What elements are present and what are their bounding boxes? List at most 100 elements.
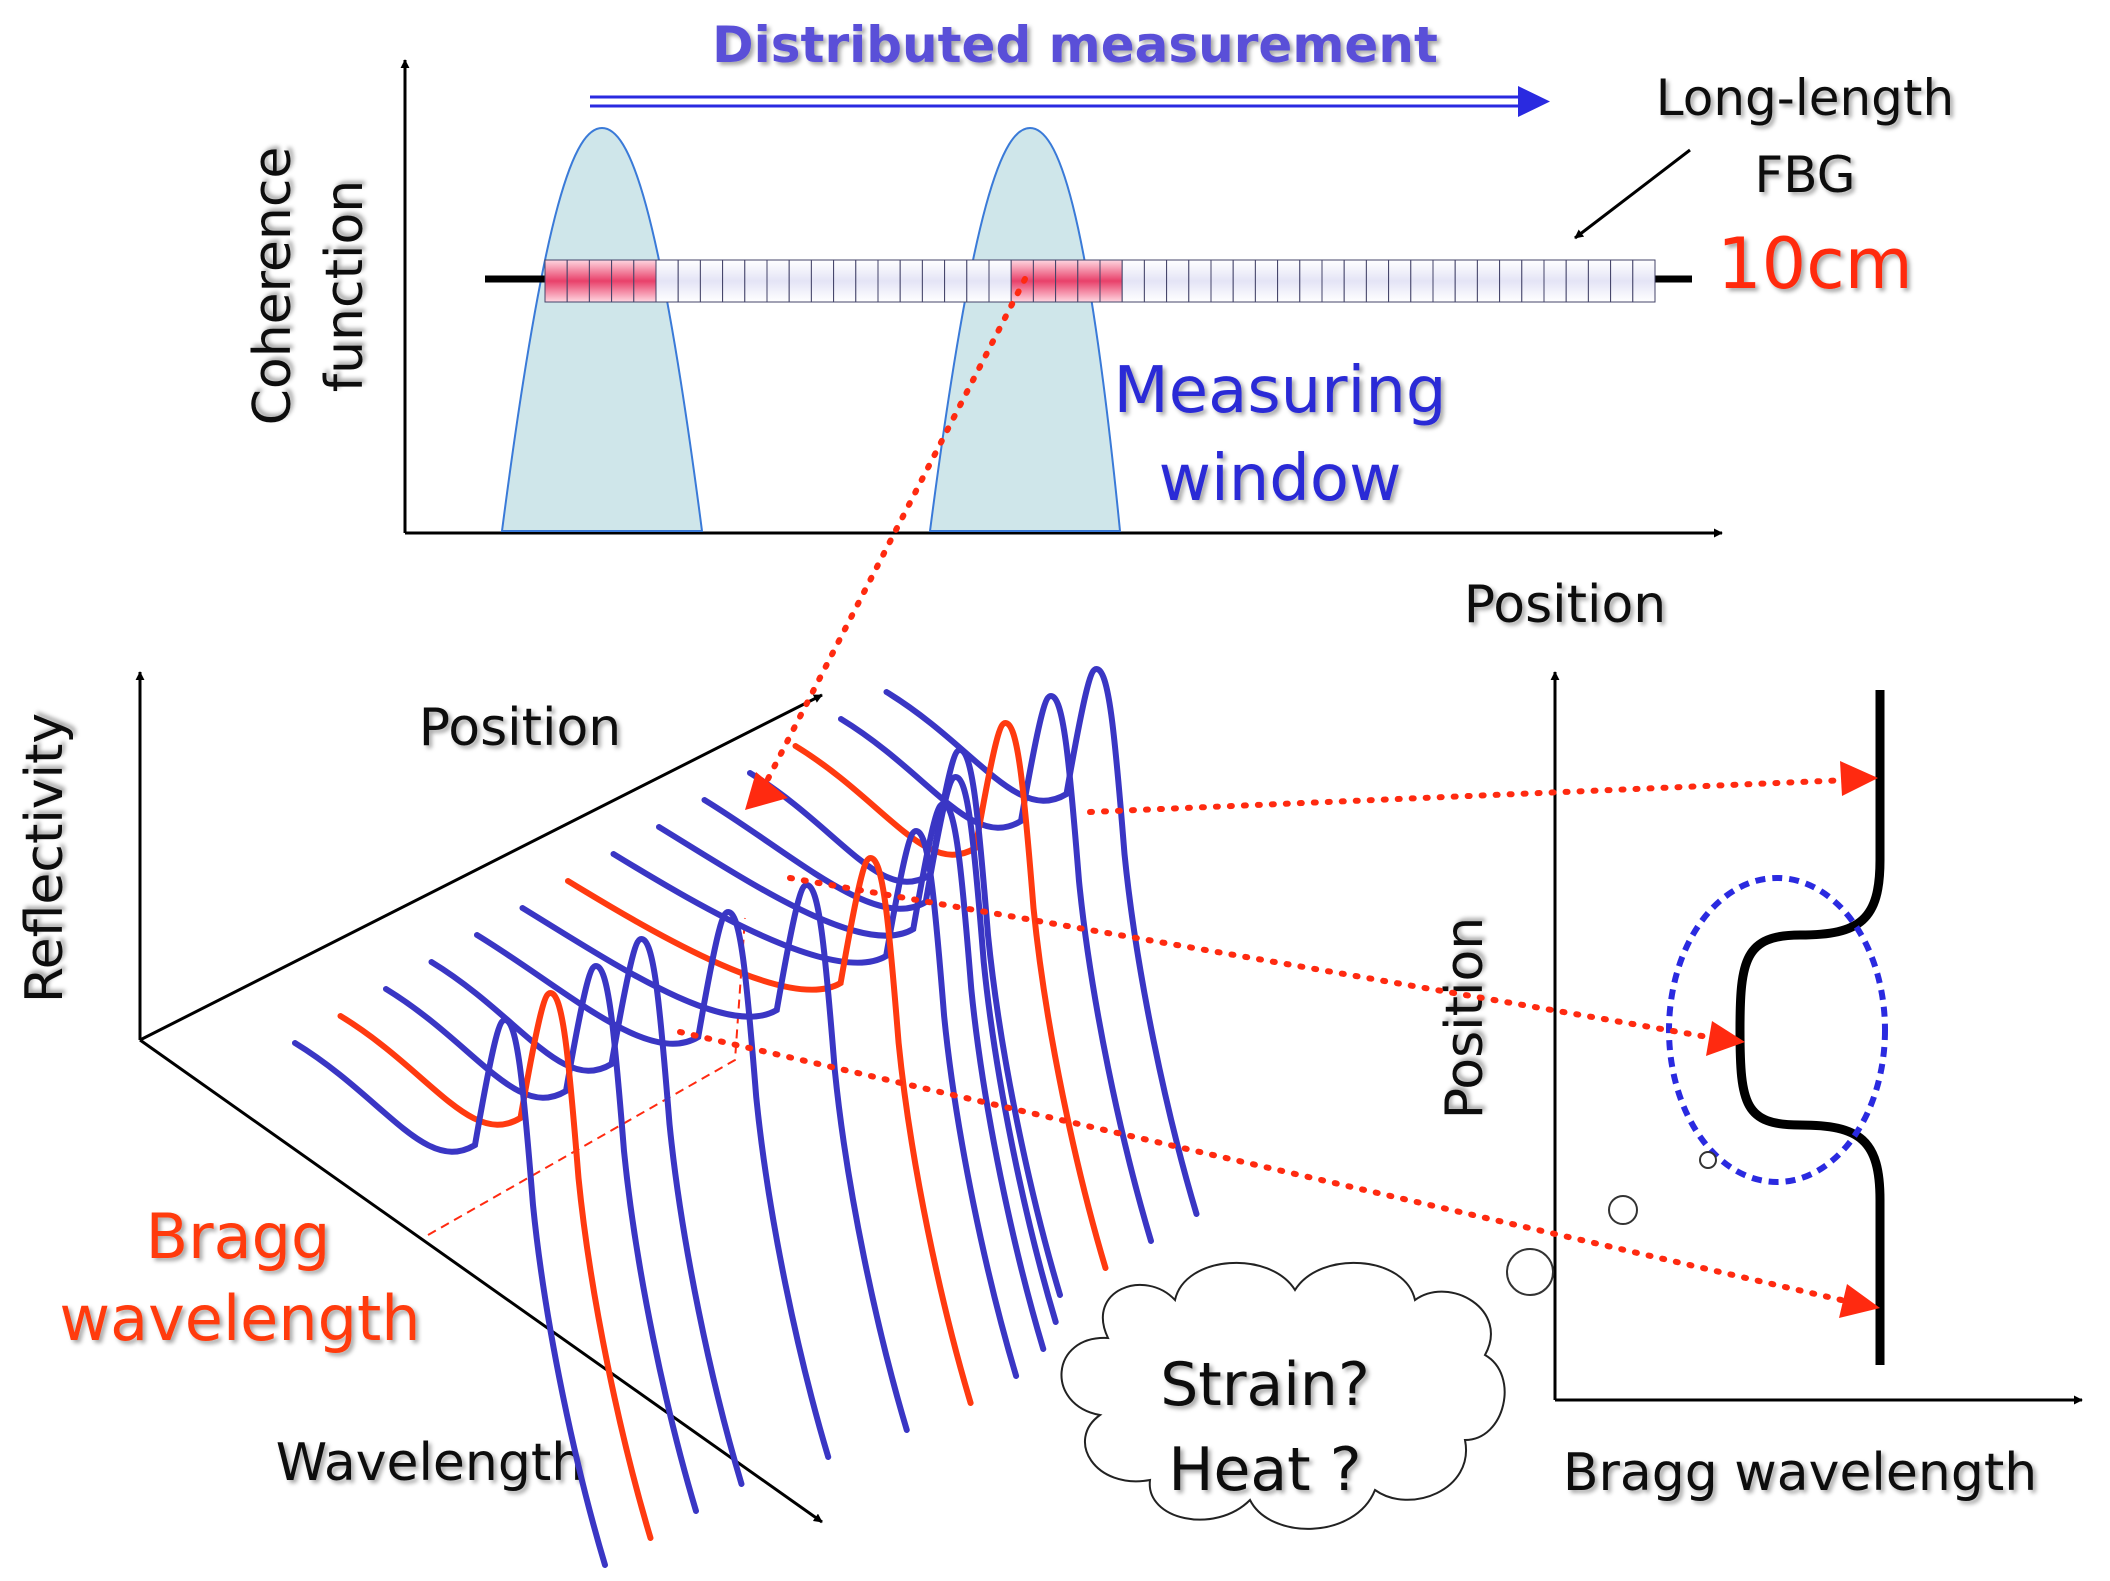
coherence-y-label-line1: Coherence: [243, 147, 303, 426]
fbg-cell: [1521, 259, 1545, 303]
measuring-window-label-line2: window: [1159, 442, 1402, 516]
spectrum-curve: [701, 773, 1059, 1325]
fbg-cell: [1432, 259, 1456, 303]
spectrum-curve-highlighted: [337, 989, 654, 1541]
measuring-window-label-line1: Measuring: [1114, 354, 1447, 428]
fbg-cell: [1499, 259, 1523, 303]
thought-cloud: [1060, 1261, 1506, 1530]
bragg-wavelength-label-line1: Bragg: [146, 1200, 331, 1273]
result-x-axis-label: Bragg wavelength: [1563, 1443, 2037, 1503]
bragg-wavelength-distribution-curve: [1735, 690, 1885, 1365]
thought-text-heat: Heat ?: [1168, 1435, 1361, 1505]
spectrum-to-position-mid-arrow: [787, 875, 1728, 1043]
spectrum-curve: [292, 1016, 608, 1568]
fbg-cell: [1343, 259, 1367, 303]
spectrum-curve: [838, 692, 1154, 1244]
spectrum-curve: [383, 962, 699, 1514]
fbg-cell: [1565, 259, 1589, 303]
reflectivity-axis-label: Reflectivity: [15, 713, 75, 1003]
fbg-cell: [921, 259, 946, 303]
fbg-cell-in-window: [544, 259, 568, 303]
fbg-cell: [1587, 259, 1612, 303]
fbg-cell: [1232, 259, 1256, 303]
bragg-wavelength-label-line2: wavelength: [59, 1282, 420, 1355]
spectrum-to-position-mid-arrowhead: [1706, 1021, 1745, 1056]
thought-text-strain: Strain?: [1160, 1350, 1370, 1420]
fbg-cell: [722, 259, 746, 303]
fbg-cell: [1166, 259, 1190, 303]
fbg-cell: [1210, 259, 1234, 303]
reflection-spectra: [292, 665, 1200, 1568]
mapping-arrowheads: [745, 761, 1880, 1318]
fbg-cell: [1610, 259, 1634, 303]
fbg-cell: [1543, 259, 1567, 303]
wavelength-axis-label: Wavelength: [276, 1433, 584, 1493]
fbg-cell: [899, 259, 923, 303]
distributed-measurement-title: Distributed measurement: [712, 16, 1438, 74]
spectrum-curve: [610, 827, 1020, 1379]
fbg-cell: [1410, 259, 1434, 303]
spectrum-to-position-bottom-arrowhead: [1839, 1284, 1880, 1318]
thought-dot-large: [1506, 1248, 1554, 1296]
spectrum-to-position-top-arrowhead: [1840, 761, 1878, 796]
fbg-label-line2: FBG: [1755, 146, 1856, 204]
window-to-spectrum-arrow: [749, 276, 1028, 813]
fbg-cell-in-window: [1099, 259, 1123, 303]
fbg-cell: [677, 259, 701, 303]
distributed-measurement-arrow: [590, 86, 1550, 117]
spectrum-curve: [519, 881, 910, 1433]
measuring-window-peak-2: [928, 126, 1122, 532]
fbg-cell: [1476, 259, 1501, 303]
spectrum-curve: [883, 665, 1200, 1217]
fbg-cell: [1299, 259, 1323, 303]
fbg-cell-in-window: [1077, 259, 1101, 303]
result-panel: Position Bragg wavelength: [1435, 671, 2083, 1503]
long-length-fbg-grating: [544, 259, 1656, 303]
top-panel: Coherence function Position Distributed …: [243, 16, 1954, 635]
fbg-cell: [766, 259, 790, 303]
result-y-axis-label: Position: [1435, 917, 1495, 1119]
spectrum-curve: [474, 908, 832, 1460]
fbg-length-value: 10cm: [1717, 223, 1913, 305]
anomaly-highlight-ellipse: [1666, 875, 1888, 1185]
fbg-cell: [655, 259, 679, 303]
fbg-cell: [1277, 259, 1301, 303]
thought-dot-small: [1699, 1151, 1717, 1169]
fbg-cell: [699, 259, 724, 303]
fbg-label-line1: Long-length: [1656, 69, 1954, 127]
fbg-cell: [944, 259, 968, 303]
fbg-cell-in-window: [1055, 259, 1079, 303]
fbg-cell: [1188, 259, 1212, 303]
bragg-projection-guide: [427, 917, 746, 1236]
fbg-cell: [1365, 259, 1390, 303]
spectrum-curve: [428, 935, 745, 1487]
wavelength-axis: [139, 1038, 823, 1524]
spectrum-to-position-bottom-arrow: [677, 1029, 1853, 1305]
fbg-cell: [855, 259, 879, 303]
fbg-cell: [1143, 259, 1168, 303]
top-x-axis-label: Position: [1464, 575, 1666, 635]
window-to-spectrum-arrowhead: [745, 772, 788, 810]
fbg-cell-in-window: [633, 259, 657, 303]
fbg-pointer-arrow: [1574, 148, 1691, 240]
fbg-cell: [966, 259, 990, 303]
fbg-cell: [833, 259, 857, 303]
fbg-cell: [1254, 259, 1279, 303]
fbg-cell: [1454, 259, 1478, 303]
fbg-cell-in-window: [588, 259, 613, 303]
fbg-cell: [988, 259, 1012, 303]
fbg-cell: [1321, 259, 1345, 303]
mapping-arrows: [677, 276, 1853, 1305]
coherence-y-label-line2: function: [315, 180, 375, 392]
measuring-window-peak-1: [500, 126, 704, 532]
spectrum-curve: [656, 800, 1047, 1352]
fbg-cell: [877, 259, 901, 303]
fbg-cell-in-window: [611, 259, 635, 303]
fbg-cell: [1388, 259, 1412, 303]
fbg-cell: [1121, 259, 1145, 303]
fbg-cell: [744, 259, 768, 303]
fbg-cell-in-window: [1032, 259, 1057, 303]
spectra-panel: Reflectivity Position Wavelength Bragg w…: [15, 665, 1200, 1568]
thought-bubble: Strain? Heat ?: [1060, 1151, 1717, 1530]
